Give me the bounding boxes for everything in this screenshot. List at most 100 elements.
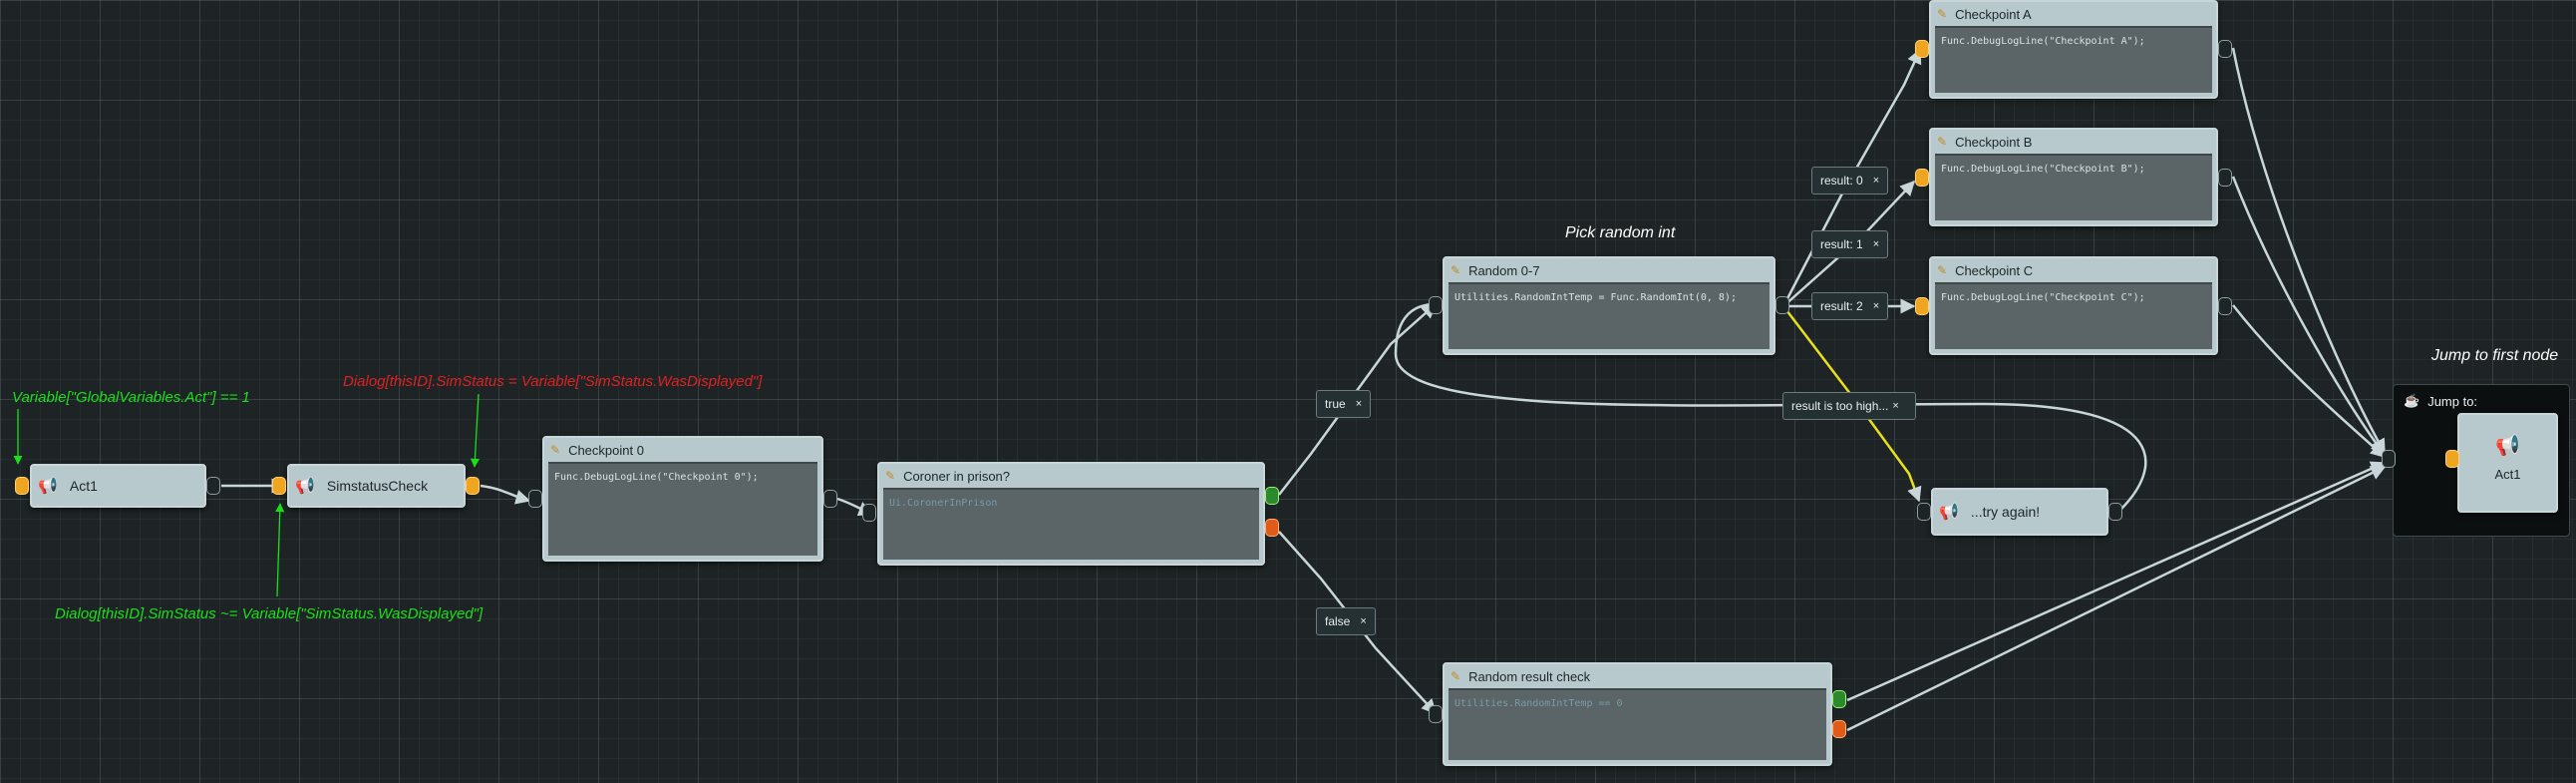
jump-frame: ☕ Jump to: 📢 Act1 [2393,384,2570,537]
condition-result-0-close-icon[interactable]: × [1872,175,1880,187]
try-again-input-port[interactable] [1917,503,1931,521]
node-random-result-check[interactable]: ✎ Random result check Utilities.RandomInt… [1443,662,1832,766]
node-simstatuscheck-title: SimstatusCheck [326,478,429,494]
condition-too-high[interactable]: result is too high... × [1782,392,1916,420]
node-random-check-condition: Utilities.RandomIntTemp == 0 [1449,688,1826,760]
annotation-jump-first: Jump to first node [2431,347,2559,364]
node-simstatuscheck[interactable]: 📢 SimstatusCheck [287,464,466,508]
node-random-check-title: Random result check [1468,668,1591,684]
megaphone-icon: 📢 [295,478,315,495]
condition-too-high-close-icon[interactable]: × [1892,400,1899,412]
coroner-input-port[interactable] [862,504,876,522]
condition-result-1-label: result: 1 [1820,237,1863,251]
jump-input-port[interactable] [2382,450,2396,468]
node-checkpoint-0-code: Func.DebugLogLine("Checkpoint 0"); [548,462,817,556]
condition-result-0[interactable]: result: 0 × [1811,167,1889,195]
condition-false-label: false [1325,614,1351,628]
megaphone-icon: 📢 [38,478,58,495]
checkpoint-b-input-port[interactable] [1915,169,1929,187]
random-check-false-port[interactable] [1832,720,1846,738]
jump-target-act1[interactable]: 📢 Act1 [2457,413,2558,513]
node-coroner-in-prison[interactable]: ✎ Coroner in prison? Ui.CoronerInPrison [877,462,1265,566]
random-check-input-port[interactable] [1429,705,1443,723]
try-again-output-port[interactable] [2108,503,2122,521]
simstatuscheck-input-port[interactable] [272,477,286,495]
script-icon: ✎ [1937,263,1948,277]
jump-label: Jump to: [2427,393,2478,409]
checkpoint-0-output-port[interactable] [823,490,837,508]
random-check-true-port[interactable] [1832,690,1846,708]
node-checkpoint-0-title: Checkpoint 0 [568,442,644,458]
condition-result-2-label: result: 2 [1820,299,1863,313]
condition-true-label: true [1325,397,1346,411]
node-random-code: Utilities.RandomIntTemp = Func.RandomInt… [1449,282,1770,349]
condition-result-0-label: result: 0 [1820,174,1863,188]
coroner-true-port[interactable] [1265,487,1279,505]
node-coroner-title: Coroner in prison? [903,468,1011,484]
condition-too-high-label: result is too high... [1791,399,1889,413]
node-random-title: Random 0-7 [1468,262,1540,278]
jump-target-title: Act1 [2494,467,2521,482]
annotation-pointer-simstatus-set [470,393,480,468]
script-icon: ✎ [1937,135,1948,149]
checkpoint-a-input-port[interactable] [1915,40,1929,58]
node-random-0-7[interactable]: ✎ Random 0-7 Utilities.RandomIntTemp = Fu… [1443,256,1775,355]
jump-icon: ☕ [2404,393,2420,408]
wire-tryagain-loop [1394,302,2147,513]
condition-false-close-icon[interactable]: × [1360,615,1367,627]
node-checkpoint-a-title: Checkpoint A [1955,6,2032,22]
node-checkpoint-a-code: Func.DebugLogLine("Checkpoint A"); [1935,26,2212,93]
jump-target-input-port[interactable] [2445,450,2459,468]
node-checkpoint-c[interactable]: ✎ Checkpoint C Func.DebugLogLine("Checkpo… [1929,256,2218,355]
condition-true-close-icon[interactable]: × [1355,398,1363,410]
script-icon: ✎ [1450,669,1461,683]
act1-output-port[interactable] [206,477,220,495]
node-coroner-condition: Ui.CoronerInPrison [883,488,1259,560]
condition-true[interactable]: true × [1316,390,1372,418]
node-checkpoint-b-code: Func.DebugLogLine("Checkpoint B"); [1935,154,2212,220]
annotation-simstatus-check: Dialog[thisID].SimStatus ~= Variable["Si… [55,605,483,622]
megaphone-icon: 📢 [2495,435,2520,457]
annotation-simstatus-set: Dialog[thisID].SimStatus = Variable["Sim… [343,373,763,390]
script-icon: ✎ [885,469,896,483]
node-checkpoint-b-title: Checkpoint B [1955,134,2033,150]
node-checkpoint-0[interactable]: ✎ Checkpoint 0 Func.DebugLogLine("Checkpo… [542,436,823,562]
node-checkpoint-a[interactable]: ✎ Checkpoint A Func.DebugLogLine("Checkpo… [1929,0,2218,99]
script-icon: ✎ [1450,263,1461,277]
node-checkpoint-c-title: Checkpoint C [1955,262,2034,278]
checkpoint-c-input-port[interactable] [1915,297,1929,315]
condition-false[interactable]: false × [1316,607,1376,635]
script-icon: ✎ [1937,7,1948,21]
node-act1-title: Act1 [69,478,98,494]
node-try-again[interactable]: 📢 ...try again! [1931,488,2108,536]
random-output-port[interactable] [1775,296,1789,314]
condition-result-2-close-icon[interactable]: × [1872,300,1880,312]
simstatuscheck-output-port[interactable] [466,477,480,495]
condition-result-2[interactable]: result: 2 × [1811,292,1889,320]
wire-checkpointC-jump [2232,304,2387,459]
node-act1[interactable]: 📢 Act1 [30,464,206,508]
wire-simstatus-checkpoint0 [480,484,531,505]
random-input-port[interactable] [1429,296,1443,314]
checkpoint-c-output-port[interactable] [2218,297,2232,315]
condition-result-1-close-icon[interactable]: × [1872,238,1880,250]
node-try-again-title: ...try again! [1970,504,2041,520]
coroner-false-port[interactable] [1265,519,1279,537]
annotation-act-condition: Variable["GlobalVariables.Act"] == 1 [12,389,250,406]
annotation-pick-random: Pick random int [1565,224,1676,241]
checkpoint-0-input-port[interactable] [528,490,542,508]
checkpoint-a-output-port[interactable] [2218,40,2232,58]
wire-randomcheck-false-jump [1846,465,2387,732]
node-checkpoint-b[interactable]: ✎ Checkpoint B Func.DebugLogLine("Checkpo… [1929,128,2218,226]
megaphone-icon: 📢 [1939,504,1959,521]
condition-result-1[interactable]: result: 1 × [1811,230,1889,258]
wire-checkpointA-jump [2231,47,2387,455]
wire-checkpointB-jump [2231,176,2387,457]
node-checkpoint-c-code: Func.DebugLogLine("Checkpoint C"); [1935,282,2212,349]
wire-randomcheck-true-jump [1846,461,2387,702]
act1-input-port[interactable] [15,477,29,495]
script-icon: ✎ [550,443,561,457]
wire-random-tryagain [1782,305,1922,503]
checkpoint-b-output-port[interactable] [2218,169,2232,187]
